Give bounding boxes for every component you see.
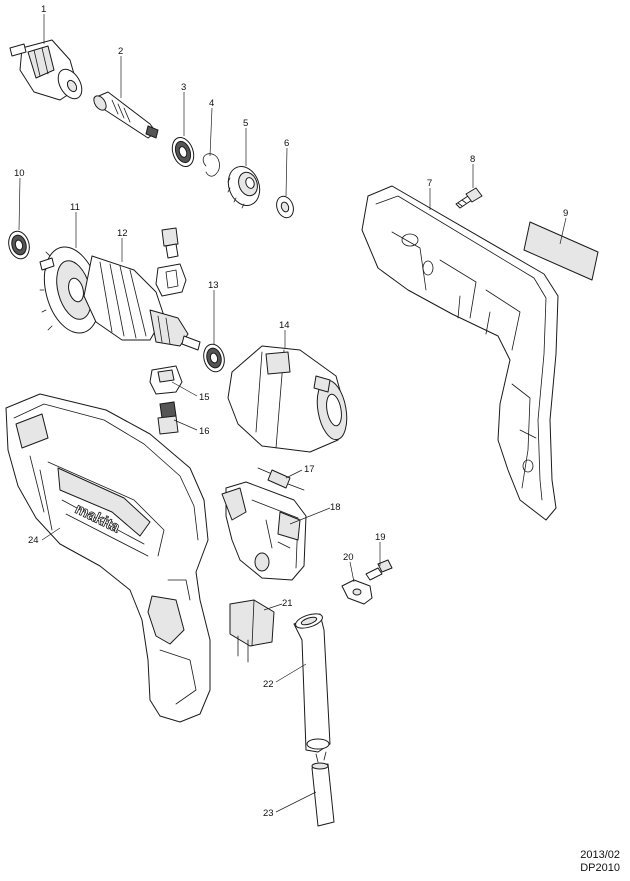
part-10-ball-bearing xyxy=(8,230,30,260)
callout-18: 18 xyxy=(330,502,341,513)
part-11-fan xyxy=(39,246,101,334)
part-17-capacitor xyxy=(257,467,305,491)
part-7-housing xyxy=(361,185,559,521)
callout-16: 16 xyxy=(199,426,210,437)
callout-19: 19 xyxy=(375,532,386,543)
callout-9: 9 xyxy=(563,208,568,219)
callout-15: 15 xyxy=(199,392,210,403)
part-4-retaining-ring xyxy=(202,153,220,177)
callout-11: 11 xyxy=(70,202,80,213)
part-19-screw xyxy=(365,559,393,581)
part-20-strain-relief xyxy=(341,579,373,605)
callout-23: 23 xyxy=(263,808,274,819)
callout-1: 1 xyxy=(41,4,46,15)
callout-10: 10 xyxy=(14,168,25,179)
part-18-switch xyxy=(221,481,307,581)
callout-24: 24 xyxy=(28,535,39,546)
part-24-housing-set: makita xyxy=(5,393,211,723)
part-2-spindle xyxy=(93,91,159,139)
callout-8: 8 xyxy=(470,154,475,165)
part-13-ball-bearing xyxy=(203,343,225,373)
part-21-capacitor xyxy=(229,599,275,663)
part-3-ball-bearing xyxy=(171,136,195,168)
carbon-brush-holder-upper xyxy=(155,227,187,297)
part-5-spur-gear xyxy=(227,166,261,209)
part-8-screw xyxy=(455,187,483,209)
footer-model: DP2010 xyxy=(580,862,620,874)
part-15-brush-holder xyxy=(149,365,183,395)
callout-6: 6 xyxy=(284,138,289,149)
part-23-cord xyxy=(311,751,335,827)
callout-22: 22 xyxy=(263,679,274,690)
footer-info: 2013/02 DP2010 xyxy=(580,849,620,875)
callout-12: 12 xyxy=(117,228,128,239)
callout-5: 5 xyxy=(243,118,248,129)
leader-lines xyxy=(18,14,567,813)
callout-labels: 1 2 3 4 5 6 7 8 9 10 11 12 13 14 15 16 1… xyxy=(14,4,568,819)
callout-21: 21 xyxy=(282,598,293,609)
part-1-chuck xyxy=(9,39,83,101)
callout-20: 20 xyxy=(343,552,354,563)
part-14-field xyxy=(227,345,348,453)
callout-14: 14 xyxy=(279,320,290,331)
callout-17: 17 xyxy=(304,464,315,475)
part-12-armature xyxy=(83,255,201,351)
callout-7: 7 xyxy=(427,178,432,189)
footer-date: 2013/02 xyxy=(580,849,620,861)
part-9-name-plate xyxy=(523,221,599,281)
callout-2: 2 xyxy=(118,46,123,57)
callout-4: 4 xyxy=(209,98,214,109)
part-16-carbon-brush xyxy=(157,401,179,435)
callout-13: 13 xyxy=(208,280,219,291)
part-6-spacer xyxy=(276,195,294,219)
callout-3: 3 xyxy=(181,82,186,93)
part-22-cord-guard xyxy=(293,613,331,753)
